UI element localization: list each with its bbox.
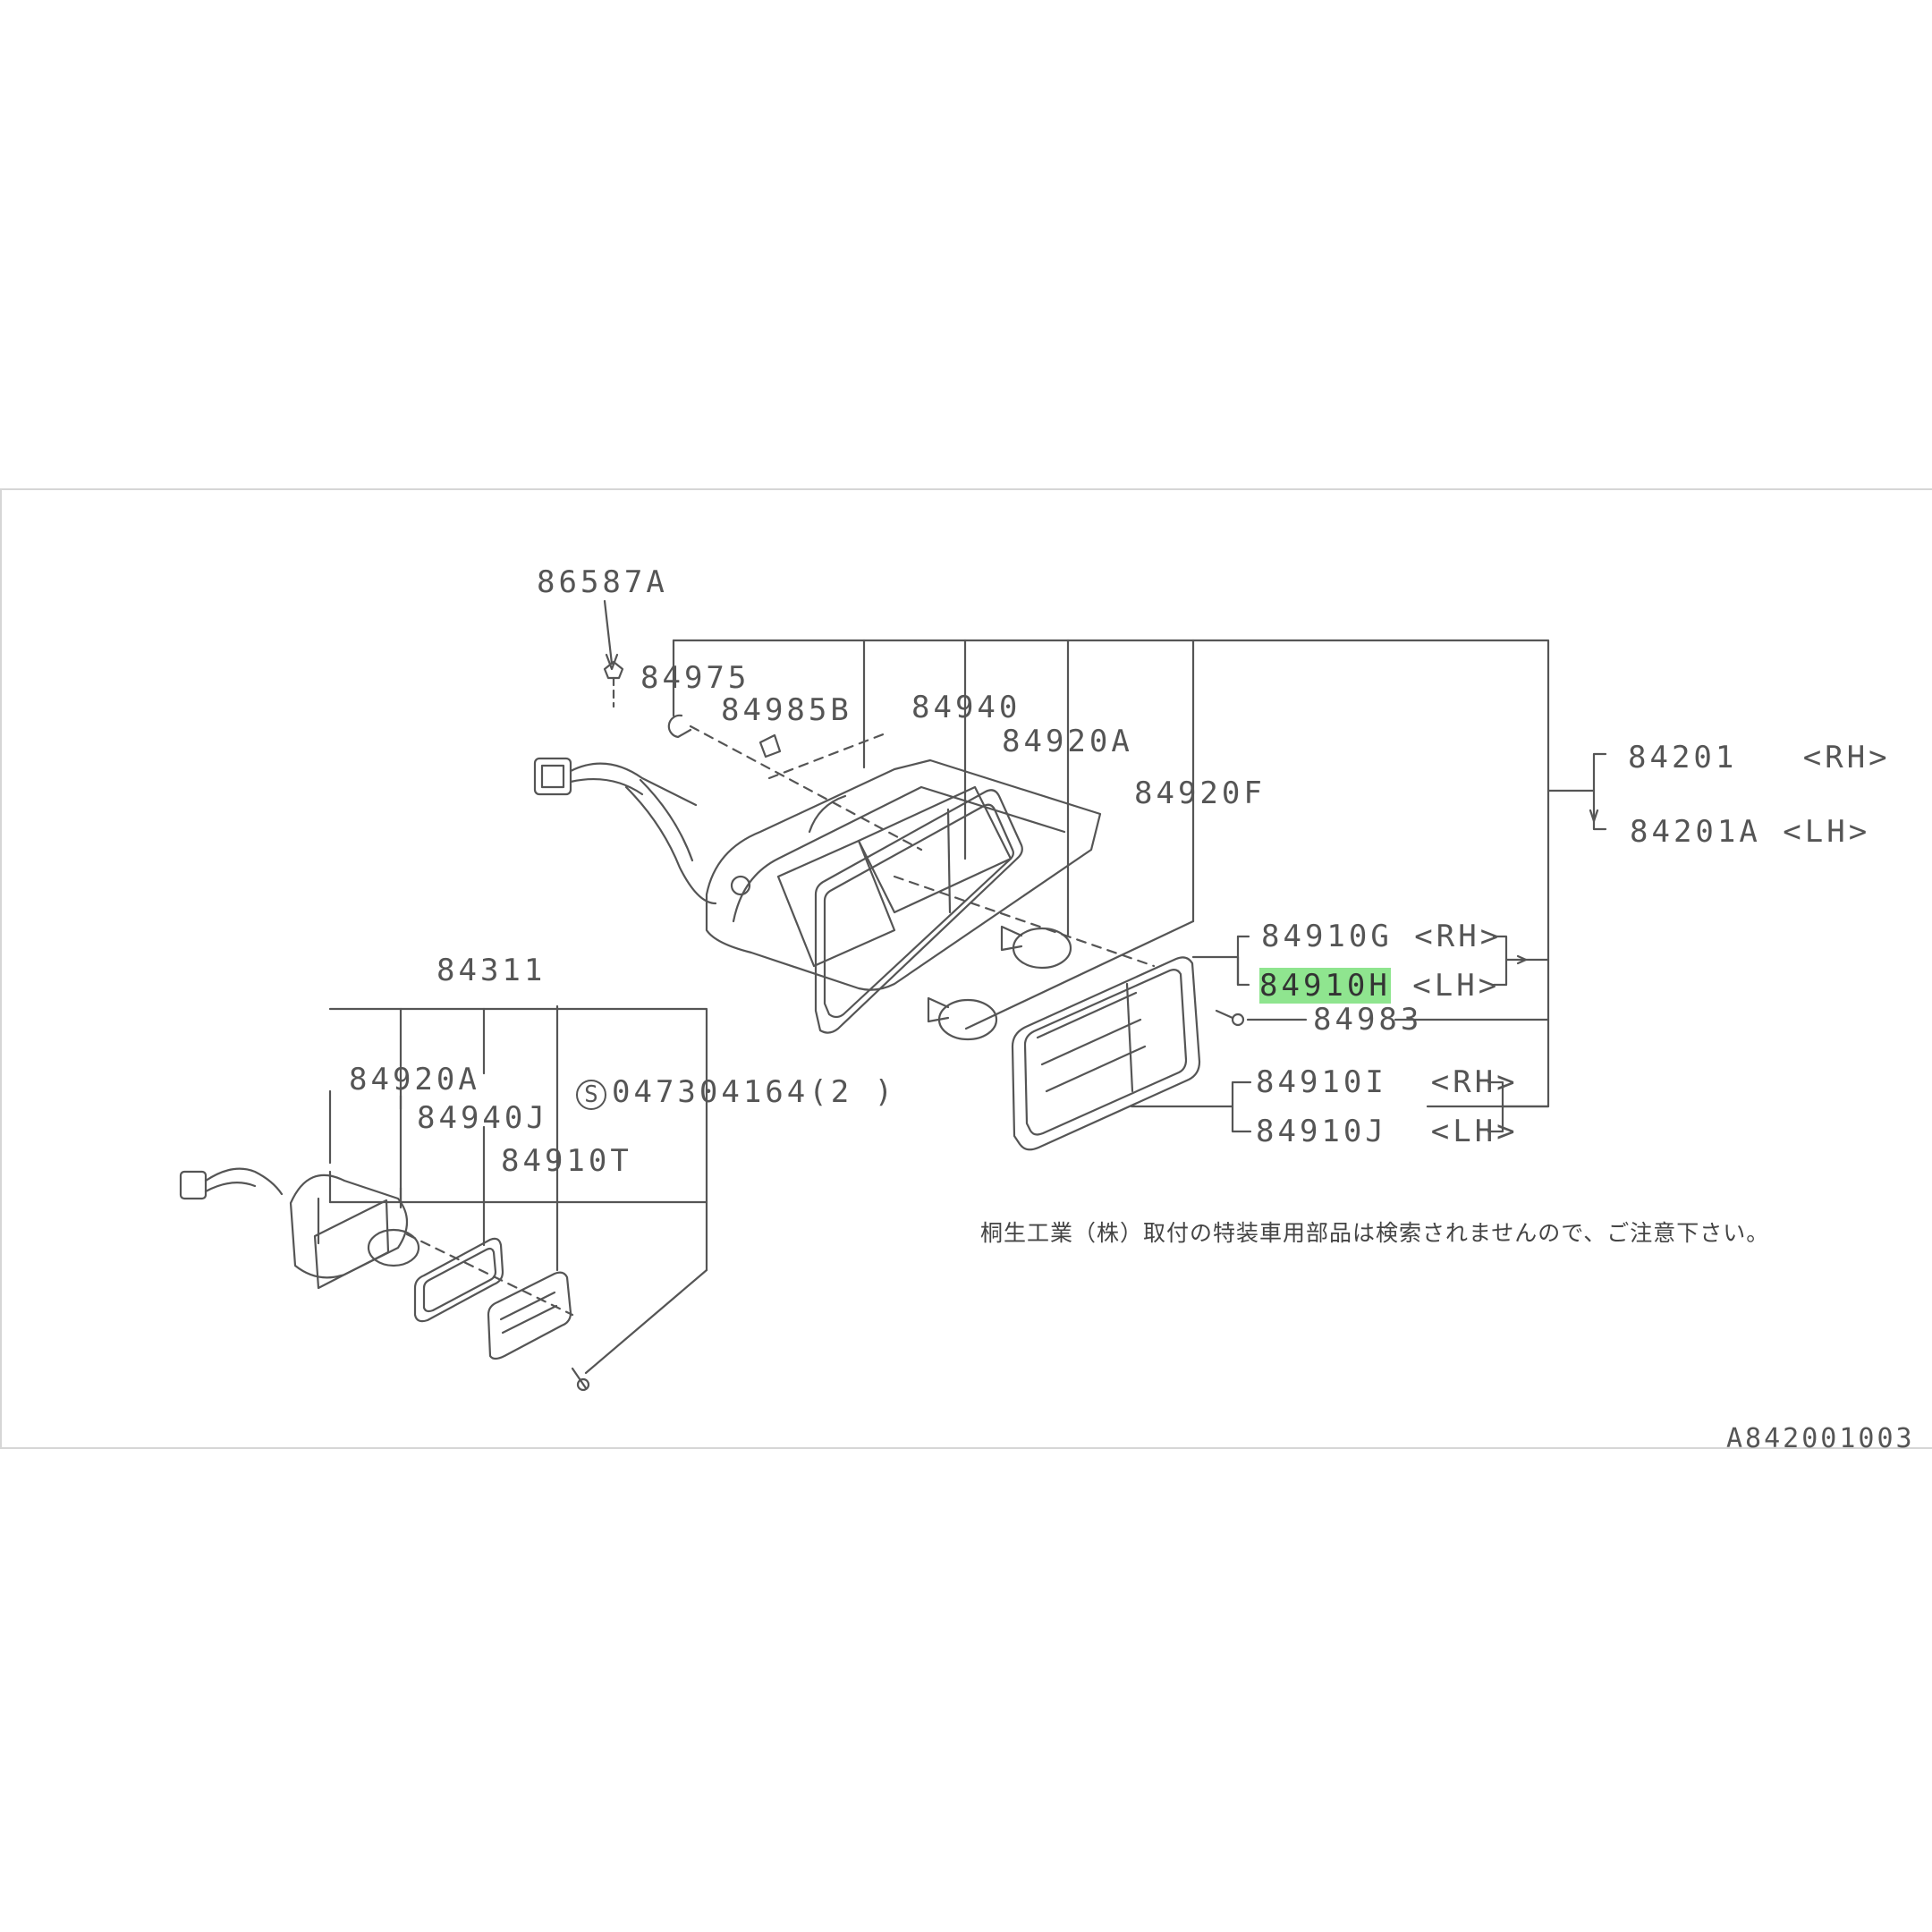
part-label-86587A[interactable]: 86587A	[537, 564, 668, 600]
highlighted-part-code: 84910H	[1259, 968, 1391, 1004]
part-label-84985B[interactable]: 84985B	[721, 692, 852, 728]
part-label-84920F[interactable]: 84920F	[1134, 775, 1266, 811]
part-label-84940J[interactable]: 84940J	[417, 1100, 548, 1136]
japanese-notice-text: 桐生工業（株）取付の特装車用部品は検索されませんので、ご注意下さい。	[980, 1220, 1770, 1246]
part-label-84983[interactable]: 84983	[1313, 1002, 1423, 1038]
part-label-84201A-lh[interactable]: 84201A <LH>	[1630, 814, 1871, 850]
upper-leader-lines	[603, 599, 1607, 1133]
lower-lamp-assembly	[179, 1167, 590, 1392]
part-label-84201-rh[interactable]: 84201 <RH>	[1628, 740, 1891, 775]
part-label-84910G-rh[interactable]: 84910G <RH>	[1261, 919, 1503, 954]
standard-part-symbol-icon: S	[576, 1080, 606, 1110]
part-label-84910I-rh[interactable]: 84910I <RH>	[1256, 1064, 1519, 1100]
lower-leader-lines	[328, 1004, 708, 1375]
part-label-84910H-lh[interactable]: 84910H <LH>	[1259, 968, 1501, 1004]
part-label-84910T[interactable]: 84910T	[501, 1143, 632, 1179]
part-label-84910J-lh[interactable]: 84910J <LH>	[1256, 1114, 1519, 1149]
figure-id-label: A842001003	[1726, 1423, 1915, 1454]
part-label-84920A-lower[interactable]: 84920A	[349, 1062, 480, 1097]
part-label-84940[interactable]: 84940	[911, 690, 1021, 725]
side-indicator-lh: <LH>	[1390, 968, 1501, 1004]
screw-part-code: 047304164(2 )	[612, 1074, 897, 1110]
upper-lamp-assembly	[533, 660, 1245, 1151]
part-label-84975[interactable]: 84975	[640, 660, 750, 696]
part-label-84920A-upper[interactable]: 84920A	[1002, 724, 1133, 759]
part-label-84311[interactable]: 84311	[436, 953, 547, 988]
